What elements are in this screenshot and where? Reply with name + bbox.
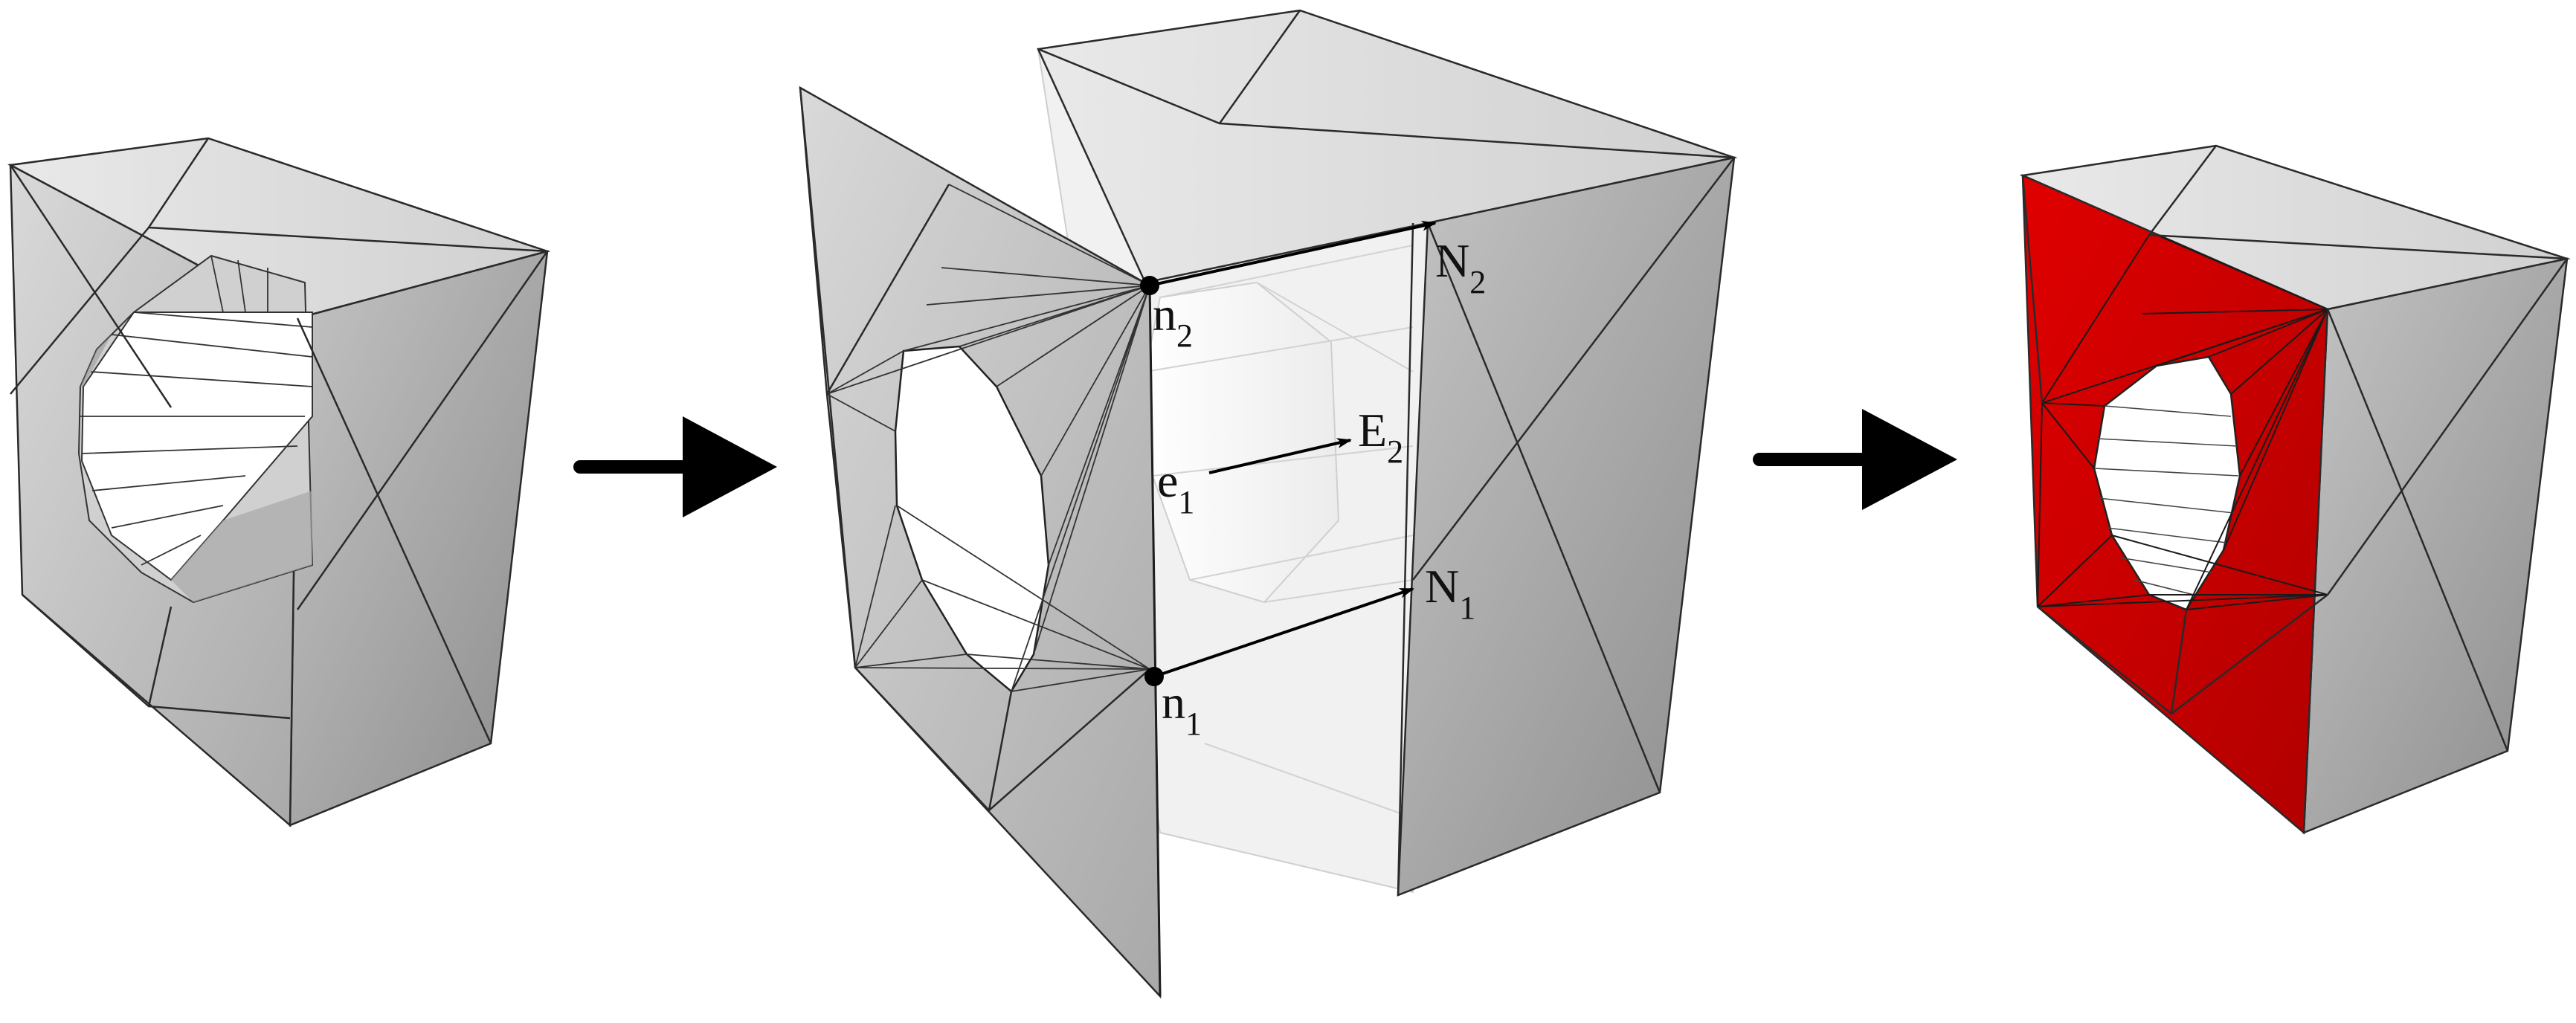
original-hole	[77, 254, 314, 604]
arrow-E2	[1208, 438, 1352, 474]
split-face-hole	[894, 345, 1050, 693]
node-n1	[1144, 667, 1164, 686]
step-arrow-2	[1753, 409, 1957, 510]
node-n2	[1140, 276, 1159, 295]
label-E2: E2	[1358, 404, 1403, 470]
label-N2: N2	[1435, 234, 1486, 300]
arrow-N2	[1149, 221, 1437, 287]
result-solid	[2019, 144, 2571, 835]
normal-arrows	[1140, 221, 1437, 686]
label-N1: N1	[1425, 560, 1475, 626]
exploded-solid: N2 n2 E2 e1 N1 n1	[799, 9, 1738, 999]
arrow-N1	[1153, 587, 1414, 678]
original-solid	[7, 137, 551, 827]
label-n1: n1	[1162, 676, 1202, 742]
label-n2: n2	[1153, 288, 1193, 354]
label-e1: e1	[1157, 454, 1194, 520]
step-arrow-1	[573, 416, 777, 517]
math-labels: N2 n2 E2 e1 N1 n1	[1153, 234, 1486, 742]
